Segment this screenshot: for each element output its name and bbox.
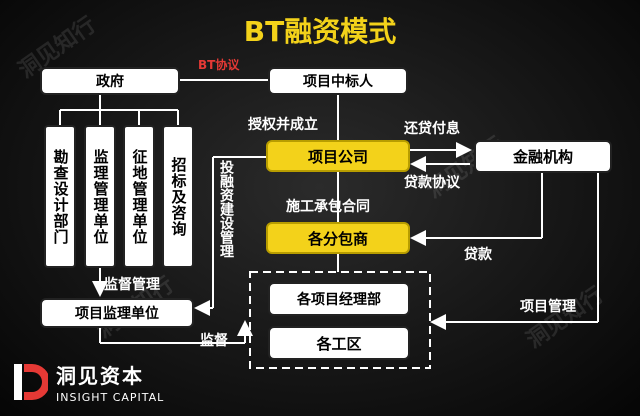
supervise-label: 监督 <box>200 333 228 349</box>
loan-label: 贷款 <box>464 247 492 263</box>
financial-institution-node: 金融机构 <box>474 140 612 173</box>
government-node: 政府 <box>40 67 180 95</box>
work-areas-node: 各工区 <box>268 326 410 360</box>
bt-agreement-label: BT协议 <box>198 58 240 72</box>
project-managers-node: 各项目经理部 <box>268 282 410 316</box>
repay-label: 还贷付息 <box>404 121 460 137</box>
investment-management-label: 投融资建设管理 <box>218 160 234 258</box>
gov-unit-supervision-management: 监理管理单位 <box>84 125 116 268</box>
gov-unit-land-acquisition: 征地管理单位 <box>123 125 155 268</box>
authorize-label: 授权并成立 <box>248 117 318 133</box>
brand-mark-icon <box>14 364 48 400</box>
supervise-management-label: 监督管理 <box>104 277 160 293</box>
brand-logo: 洞见资本 INSIGHT CAPITAL <box>12 360 164 404</box>
gov-unit-survey-design: 勘查设计部门 <box>44 125 76 268</box>
page-title: BT融资模式 <box>243 15 397 48</box>
loan-agreement-label: 贷款协议 <box>404 175 460 191</box>
gov-unit-bidding-consulting: 招标及咨询 <box>162 125 194 268</box>
project-company-node: 项目公司 <box>266 140 410 172</box>
construction-contract-label: 施工承包合同 <box>286 199 370 215</box>
subcontractors-node: 各分包商 <box>266 222 410 254</box>
brand-name-en: INSIGHT CAPITAL <box>56 391 165 404</box>
brand-name: 洞见资本 <box>56 364 144 388</box>
project-winner-node: 项目中标人 <box>268 67 408 95</box>
project-management-label: 项目管理 <box>520 299 576 315</box>
supervision-unit-node: 项目监理单位 <box>40 298 194 328</box>
